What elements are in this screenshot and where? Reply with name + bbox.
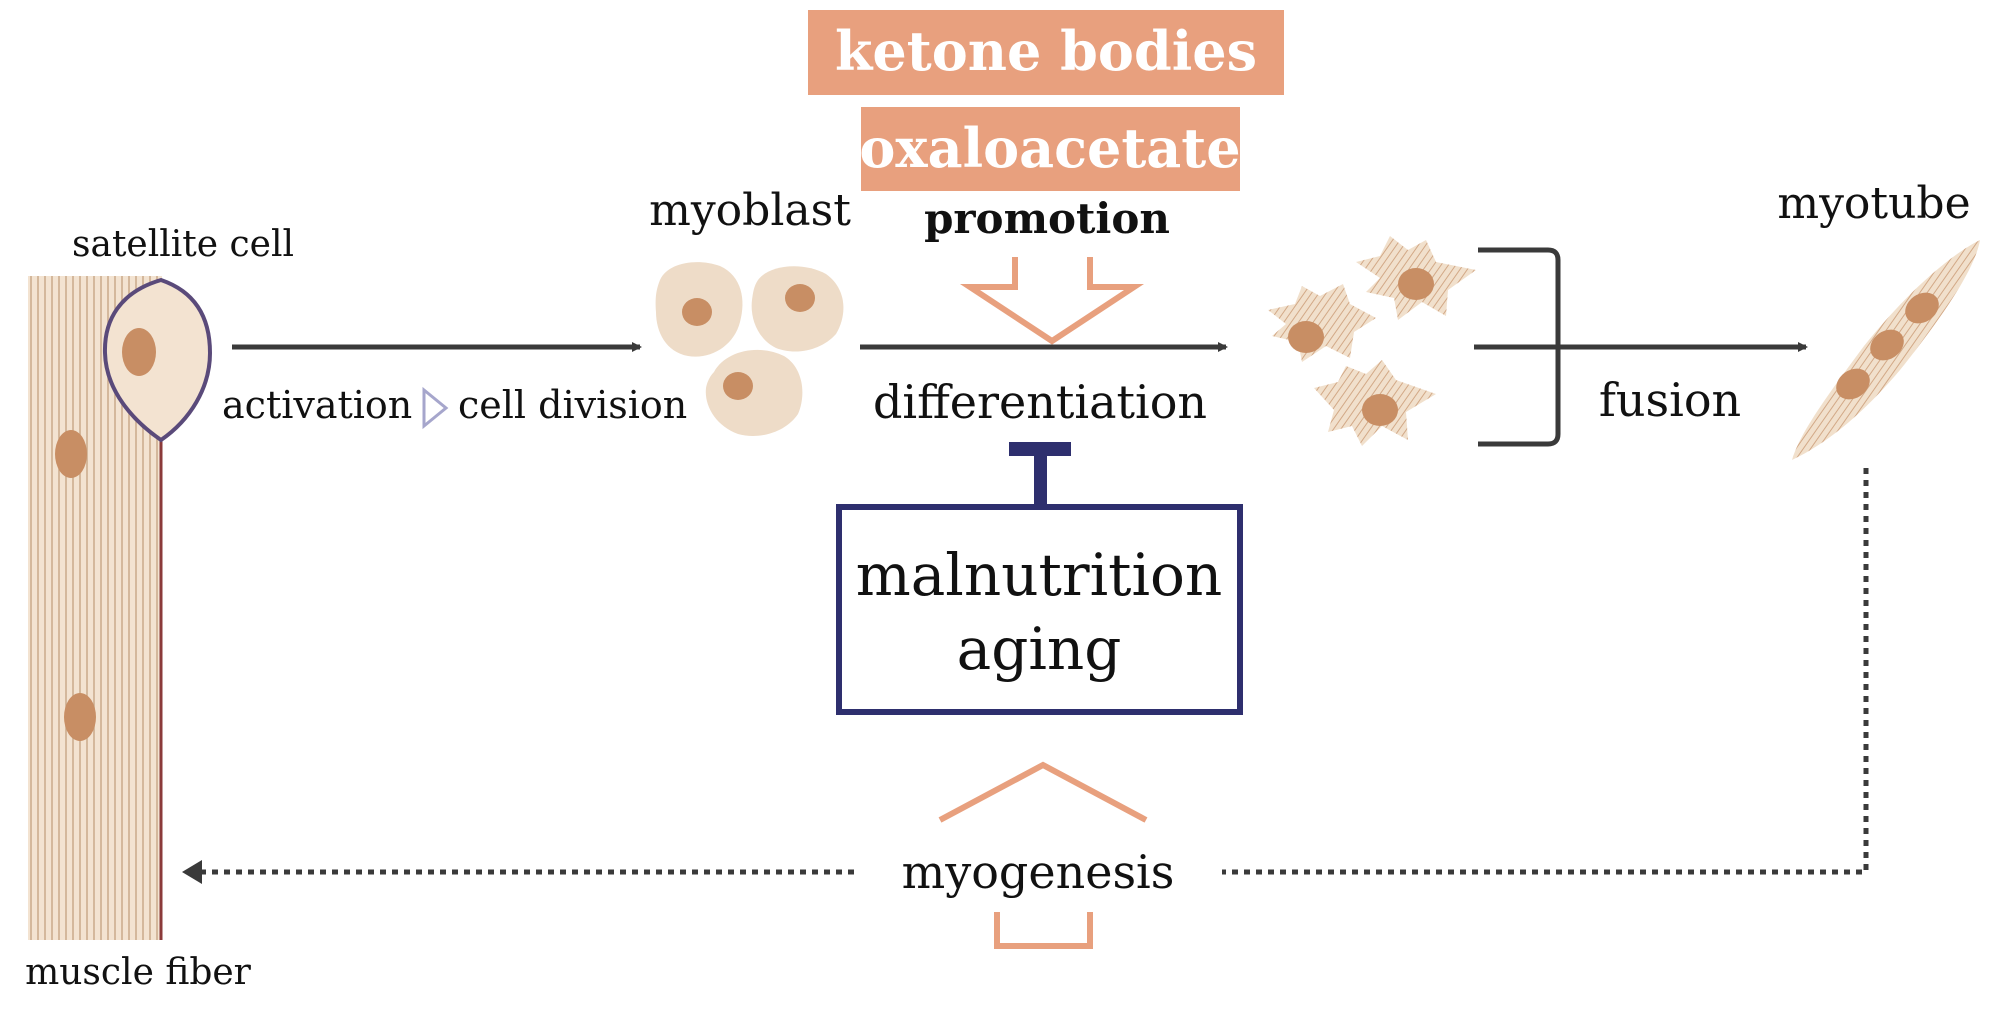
aging-label: aging	[957, 615, 1122, 683]
fusion-label: fusion	[1599, 373, 1741, 427]
oxaloacetate-box	[861, 107, 1240, 191]
return-dotted-line	[1222, 468, 1869, 875]
inhibition-icon	[1009, 442, 1071, 506]
promotion-arrow-icon	[959, 257, 1145, 345]
fiber-nucleus	[55, 430, 87, 478]
ketone-bodies-box	[808, 10, 1284, 95]
cell-division-label: cell division	[458, 383, 687, 427]
oxaloacetate-label: oxaloacetate	[859, 116, 1240, 180]
myoblast-cluster-icon	[655, 262, 844, 436]
return-arrow-head-icon	[182, 860, 202, 884]
myogenesis-label: myogenesis	[902, 845, 1175, 899]
fiber-nucleus	[64, 693, 96, 741]
promotion-label: promotion	[924, 194, 1170, 243]
myogenesis-up-arrow-head-icon	[938, 761, 1148, 823]
myogenesis-up-arrow-icon	[994, 912, 1093, 949]
myotube-icon	[1792, 240, 1980, 460]
satellite-cell-label: satellite cell	[72, 224, 294, 265]
activation-label: activation	[222, 383, 412, 427]
malnutrition-aging-box	[836, 504, 1243, 715]
differentiation-label: differentiation	[873, 375, 1207, 429]
myoblast-label: myoblast	[649, 185, 851, 236]
malnutrition-label: malnutrition	[856, 541, 1223, 609]
satellite-cell-icon	[102, 277, 213, 443]
differentiated-cells-icon	[1268, 236, 1476, 446]
muscle-fiber-label: muscle fiber	[25, 952, 252, 993]
triangle-right-icon	[422, 386, 449, 430]
myotube-label: myotube	[1777, 178, 1970, 229]
ketone-bodies-label: ketone bodies	[835, 19, 1257, 83]
